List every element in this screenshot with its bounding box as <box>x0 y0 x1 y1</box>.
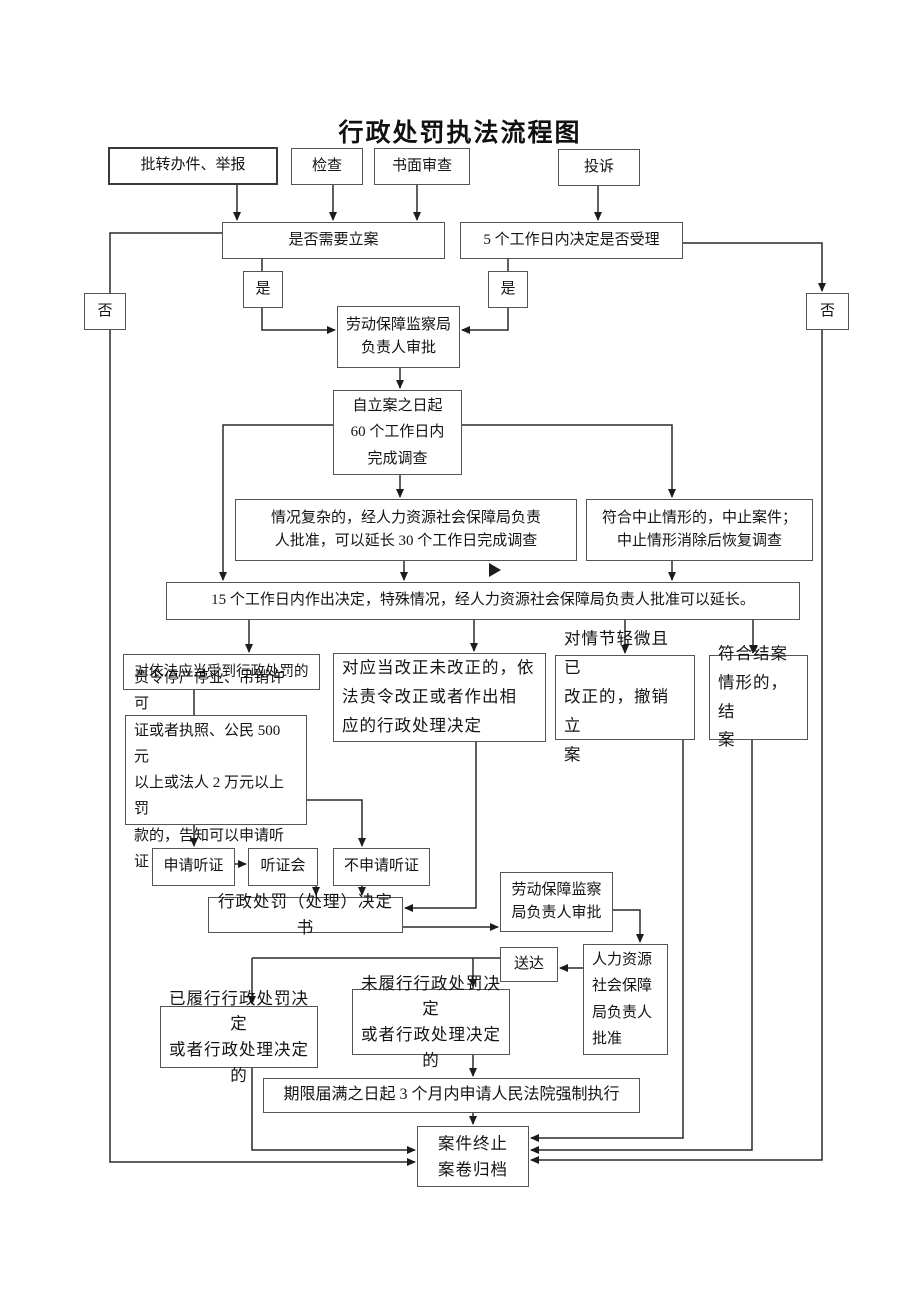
node-yes-left: 是 <box>243 271 283 308</box>
node-performed: 已履行行政处罚决定 或者行政处理决定的 <box>160 989 318 1085</box>
node-decision-15-label: 15 个工作日内作出决定，特殊情况，经人力资源社会保障局负责人批准可以延长。 <box>211 592 755 609</box>
node-suspend-label: 符合中止情形的，中止案件； 中止情形消除后恢复调查 <box>601 509 797 549</box>
node-not-performed-label: 未履行行政处罚决定 或者行政处理决定的 <box>361 973 501 1070</box>
node-should-punish-label: 对依法应当受到行政处罚的 <box>134 663 309 680</box>
node-complaint: 投诉 <box>558 149 640 186</box>
node-no-hearing: 不申请听证 <box>333 848 430 886</box>
node-suspend: 符合中止情形的，中止案件； 中止情形消除后恢复调查 <box>586 499 813 561</box>
node-hr-approval: 人力资源 社会保障 局负责人 批准 <box>583 944 668 1055</box>
node-apply-hearing: 申请听证 <box>152 848 235 886</box>
node-delivery: 送达 <box>500 947 558 982</box>
node-withdraw-case: 对情节轻微且已 改正的，撤销立 案 <box>555 629 695 764</box>
node-accept-5days: 5 个工作日内决定是否受理 <box>460 222 683 259</box>
node-court-enforce: 期限届满之日起 3 个月内申请人民法院强制执行 <box>263 1078 640 1113</box>
node-hr-approval-label: 人力资源 社会保障 局负责人 批准 <box>592 952 653 1047</box>
node-hearing-notice-label: 责令停产停业、吊销许可 证或者执照、公民 500 元 以上或法人 2 万元以上罚… <box>134 670 285 870</box>
node-accept-5days-label: 5 个工作日内决定是否受理 <box>483 231 660 248</box>
node-yes-right-label: 是 <box>500 280 516 297</box>
node-bureau-approval-1-label: 劳动保障监察局 负责人审批 <box>345 316 451 356</box>
node-inspection-label: 检查 <box>311 157 342 174</box>
node-court-enforce-label: 期限届满之日起 3 个月内申请人民法院强制执行 <box>283 1086 620 1104</box>
node-order-correct-label: 对应当改正未改正的，依 法责令改正或者作出相 应的行政处理决定 <box>342 658 535 735</box>
node-written-review-label: 书面审查 <box>391 157 452 174</box>
node-referral-label: 批转办件、举报 <box>140 157 246 174</box>
node-complaint-label: 投诉 <box>583 158 614 175</box>
node-order-correct: 对应当改正未改正的，依 法责令改正或者作出相 应的行政处理决定 <box>333 653 546 742</box>
node-complex-extend: 情况复杂的，经人力资源社会保障局负责 人批准，可以延长 30 个工作日完成调查 <box>235 499 577 561</box>
node-decision-15: 15 个工作日内作出决定，特殊情况，经人力资源社会保障局负责人批准可以延长。 <box>166 582 800 620</box>
node-investigation-60-label: 自立案之日起 60 个工作日内 完成调查 <box>350 398 445 467</box>
node-close-case-label: 符合结案 情形的，结 案 <box>718 643 788 750</box>
node-close-case: 符合结案 情形的，结 案 <box>709 644 808 749</box>
node-decision-doc-label: 行政处罚（处理）决定书 <box>218 892 393 937</box>
node-hearing: 听证会 <box>248 848 318 886</box>
node-no-left: 否 <box>84 293 126 330</box>
page-title: 行政处罚执法流程图 <box>338 120 582 147</box>
node-no-right-label: 否 <box>819 302 835 319</box>
node-referral: 批转办件、举报 <box>108 147 278 185</box>
node-investigation-60: 自立案之日起 60 个工作日内 完成调查 <box>333 390 462 475</box>
node-written-review: 书面审查 <box>374 148 470 185</box>
node-no-right: 否 <box>806 293 849 330</box>
node-should-punish: 对依法应当受到行政处罚的 <box>123 654 320 690</box>
node-no-hearing-label: 不申请听证 <box>343 858 419 875</box>
node-bureau-approval-2-label: 劳动保障监察 局负责人审批 <box>511 881 602 921</box>
node-withdraw-case-label: 对情节轻微且已 改正的，撤销立 案 <box>564 629 669 764</box>
node-delivery-label: 送达 <box>513 955 544 972</box>
node-yes-left-label: 是 <box>255 280 271 297</box>
node-decision-doc: 行政处罚（处理）决定书 <box>208 892 403 937</box>
node-end-archive: 案件终止 案卷归档 <box>417 1126 529 1187</box>
node-end-archive-label: 案件终止 案卷归档 <box>438 1133 508 1179</box>
node-performed-label: 已履行行政处罚决定 或者行政处理决定的 <box>169 988 309 1085</box>
node-need-case: 是否需要立案 <box>222 222 445 259</box>
node-need-case-label: 是否需要立案 <box>288 231 379 248</box>
node-hearing-label: 听证会 <box>260 858 306 875</box>
node-not-performed: 未履行行政处罚决定 或者行政处理决定的 <box>352 974 510 1070</box>
node-complex-extend-label: 情况复杂的，经人力资源社会保障局负责 人批准，可以延长 30 个工作日完成调查 <box>270 509 541 549</box>
node-hearing-notice: 责令停产停业、吊销许可 证或者执照、公民 500 元 以上或法人 2 万元以上罚… <box>125 670 307 870</box>
node-yes-right: 是 <box>488 271 528 308</box>
right-arrow-marker <box>489 563 501 577</box>
node-bureau-approval-2: 劳动保障监察 局负责人审批 <box>500 872 613 932</box>
node-inspection: 检查 <box>291 148 363 185</box>
node-bureau-approval-1: 劳动保障监察局 负责人审批 <box>337 306 460 368</box>
node-apply-hearing-label: 申请听证 <box>163 858 224 875</box>
node-no-left-label: 否 <box>97 302 113 319</box>
